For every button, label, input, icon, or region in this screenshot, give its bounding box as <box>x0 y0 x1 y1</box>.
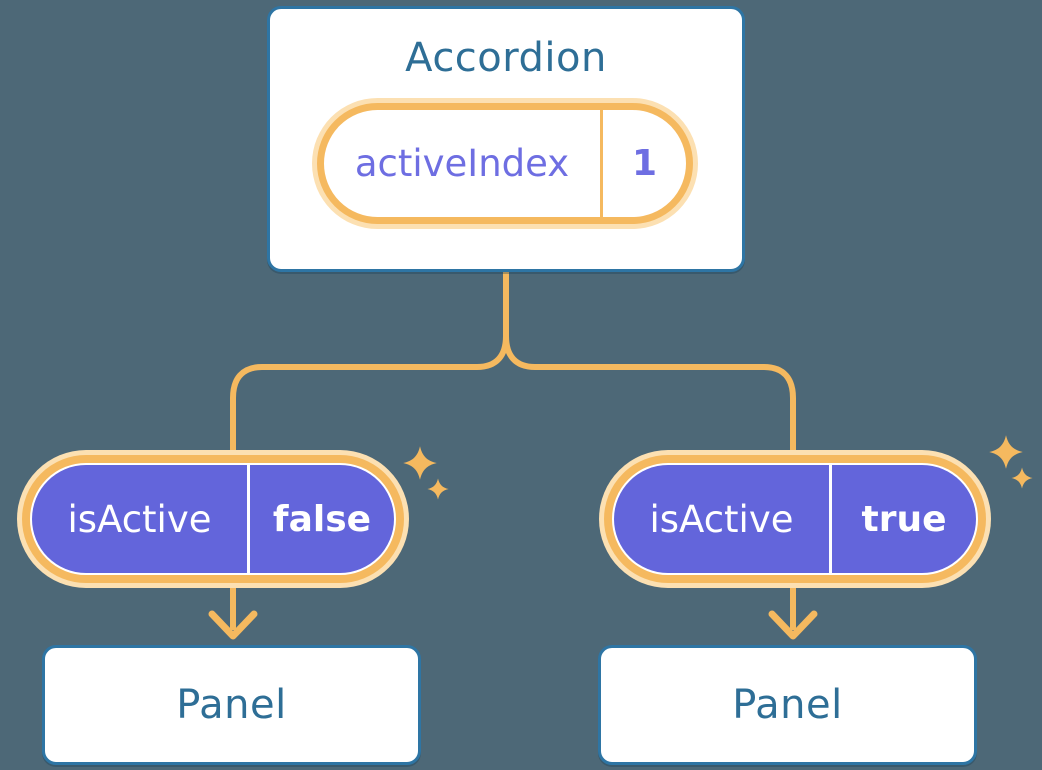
panel-title: Panel <box>176 682 287 728</box>
prop-pill-body: isActive true <box>614 465 976 573</box>
sparkle-icon <box>1011 467 1033 489</box>
pill-divider <box>247 465 250 573</box>
prop-value-label: true <box>861 498 947 540</box>
pill-divider <box>600 110 603 217</box>
pill-divider <box>829 465 832 573</box>
prop-name-label: isActive <box>649 497 794 541</box>
state-pill-active-index: activeIndex 1 <box>317 103 693 224</box>
sparkle-icon <box>427 478 449 500</box>
panel-node-left: Panel <box>42 645 421 765</box>
connector-right-line <box>503 272 796 630</box>
panel-node-right: Panel <box>598 645 977 765</box>
arrow-down-icon <box>768 610 818 640</box>
sparkle-icon <box>989 435 1023 469</box>
sparkle-icon <box>403 446 437 480</box>
state-value-label: 1 <box>631 143 658 184</box>
prop-name-label: isActive <box>67 497 212 541</box>
accordion-title: Accordion <box>405 35 607 81</box>
prop-pill-is-active-false: isActive false <box>22 455 404 583</box>
prop-value-label: false <box>272 498 372 540</box>
panel-title: Panel <box>732 682 843 728</box>
prop-pill-is-active-true: isActive true <box>604 455 986 583</box>
state-name-label: activeIndex <box>354 142 570 185</box>
arrow-down-icon <box>208 610 258 640</box>
prop-pill-body: isActive false <box>32 465 394 573</box>
